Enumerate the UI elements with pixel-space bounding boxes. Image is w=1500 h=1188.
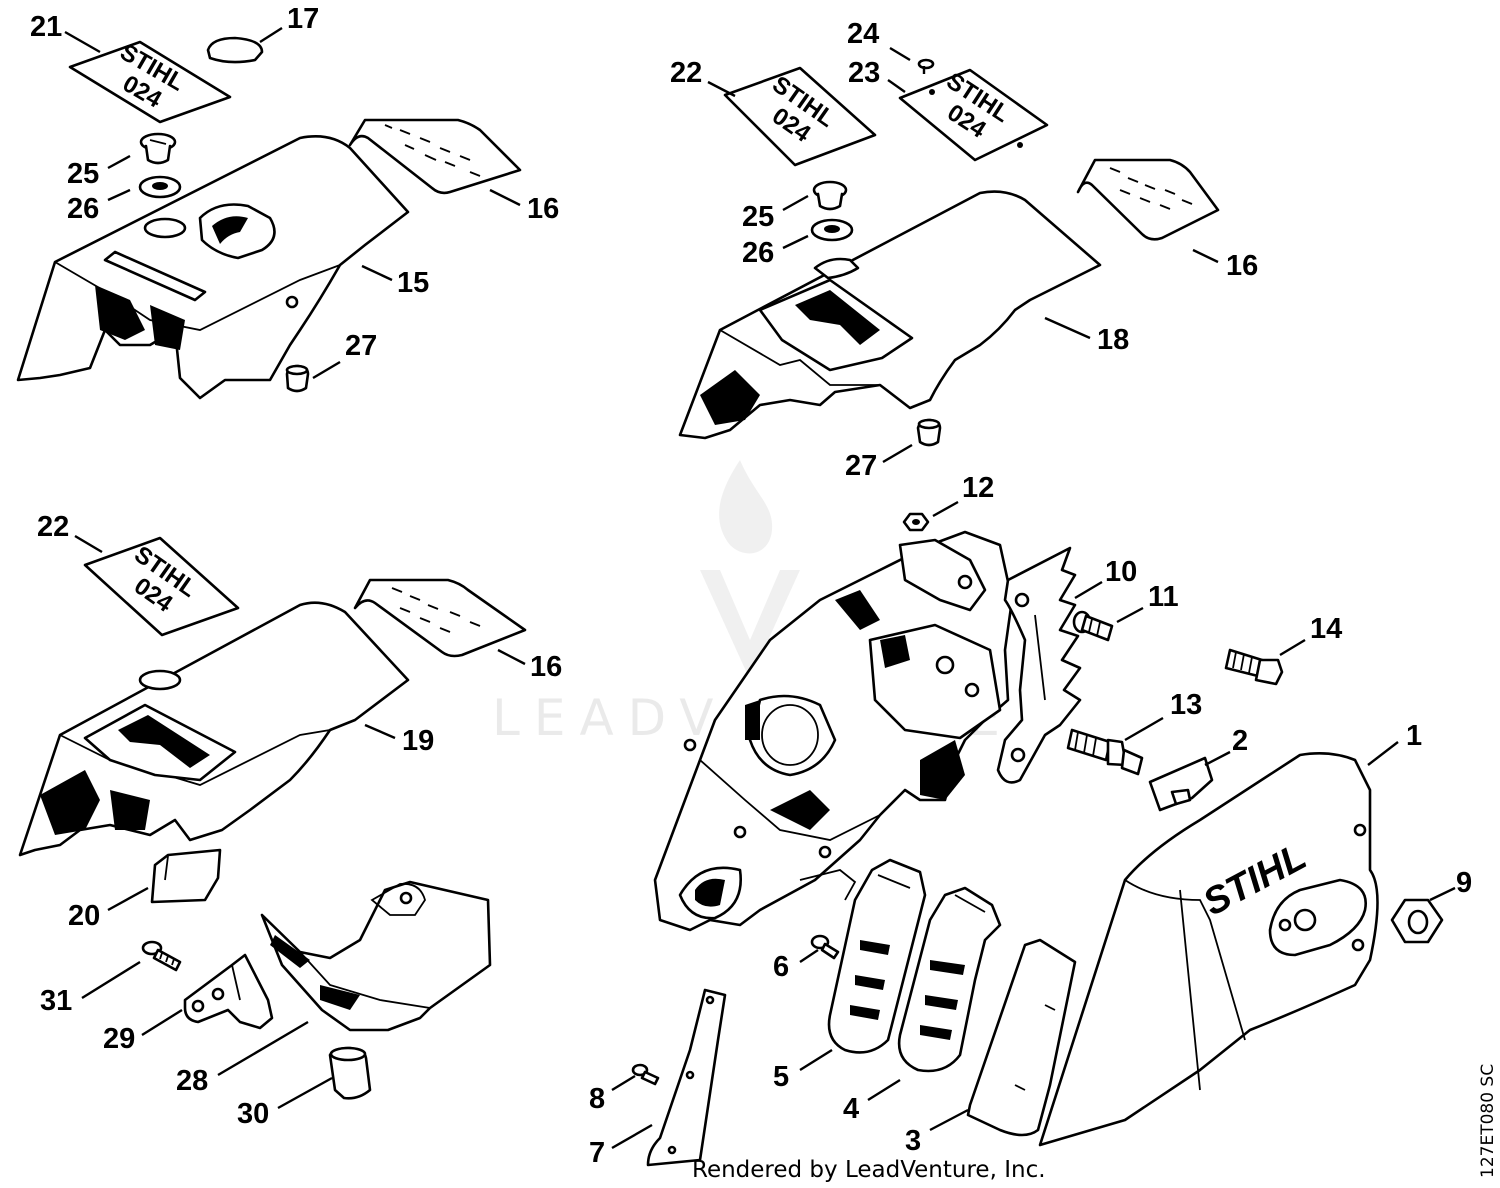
callout-3: 3 [905, 1125, 921, 1157]
tensioner-2 [1148, 756, 1214, 812]
callout-19: 19 [402, 725, 434, 757]
crankcase [653, 530, 1014, 932]
rendered-by-credit: Rendered by LeadVenture, Inc. [692, 1157, 1046, 1183]
callout-16: 16 [527, 193, 559, 225]
screw-6 [810, 934, 840, 960]
cap-17 [206, 36, 264, 64]
stud-14 [1224, 648, 1284, 686]
plug-27 [916, 418, 942, 447]
callout-11: 11 [1148, 581, 1179, 613]
plate-16 [353, 578, 527, 658]
leaders-group-d [611, 500, 1456, 1150]
callout-4: 4 [843, 1093, 859, 1125]
callout-21: 21 [30, 11, 62, 43]
chain-sprocket-cover-1: STIHL [1038, 752, 1379, 1147]
guide-4 [897, 886, 1002, 1073]
screw-11 [1072, 610, 1114, 642]
callout-29: 29 [103, 1023, 135, 1055]
spike-10 [996, 546, 1082, 784]
callout-26: 26 [742, 237, 774, 269]
grommet-26 [138, 175, 182, 199]
plate-16 [348, 118, 522, 195]
callout-12: 12 [962, 472, 994, 504]
leaders-group-a [64, 26, 521, 380]
callout-26: 26 [67, 193, 99, 225]
leaders-group-b [707, 46, 1219, 464]
screw-25 [812, 180, 848, 211]
nut-9 [1390, 898, 1444, 944]
callout-15: 15 [397, 267, 429, 299]
block-20 [150, 848, 222, 904]
callout-16: 16 [1226, 250, 1258, 282]
decal-23: STIHL 024 [898, 68, 1049, 162]
callout-13: 13 [1170, 689, 1202, 721]
callout-14: 14 [1310, 613, 1342, 645]
callout-16: 16 [530, 651, 562, 683]
shroud-15 [16, 135, 410, 400]
callout-7: 7 [589, 1137, 605, 1169]
bar-7 [646, 988, 727, 1167]
callout-6: 6 [773, 951, 789, 983]
callout-5: 5 [773, 1061, 789, 1093]
grommet-26 [810, 218, 854, 242]
callout-20: 20 [68, 900, 100, 932]
callout-27: 27 [345, 330, 377, 362]
callout-28: 28 [176, 1065, 208, 1097]
callout-25: 25 [742, 201, 774, 233]
callout-27: 27 [845, 450, 877, 482]
callout-18: 18 [1097, 324, 1129, 356]
bracket-29 [183, 953, 274, 1030]
screw-25 [139, 132, 177, 165]
callout-24: 24 [847, 18, 879, 50]
shroud-19 [18, 601, 410, 857]
chain-catcher-housing-28 [260, 880, 492, 1032]
decal-21: STIHL 024 [68, 39, 232, 124]
callout-10: 10 [1105, 556, 1137, 588]
rivet-24 [917, 58, 935, 74]
callout-31: 31 [40, 985, 72, 1017]
guide-5 [827, 858, 927, 1054]
shroud-18 [678, 190, 1102, 440]
callout-1: 1 [1406, 720, 1422, 752]
callout-17: 17 [287, 3, 319, 35]
plate-16 [1076, 158, 1220, 241]
callout-8: 8 [589, 1083, 605, 1115]
strip-3 [966, 938, 1077, 1137]
callout-30: 30 [237, 1098, 269, 1130]
sleeve-30 [328, 1046, 372, 1100]
leaders-group-c [74, 534, 526, 1110]
plug-27 [285, 364, 310, 393]
screw-31 [141, 940, 182, 972]
callout-2: 2 [1232, 725, 1248, 757]
callout-9: 9 [1456, 867, 1472, 899]
nut-12 [902, 512, 930, 532]
callout-22: 22 [37, 511, 69, 543]
decal-22: STIHL 024 [83, 536, 240, 637]
callout-22: 22 [670, 57, 702, 89]
diagram-code: 127ET080 SC [1478, 1064, 1498, 1178]
callout-23: 23 [848, 57, 880, 89]
callout-25: 25 [67, 158, 99, 190]
stud-13 [1066, 728, 1144, 776]
screw-8 [631, 1063, 660, 1086]
